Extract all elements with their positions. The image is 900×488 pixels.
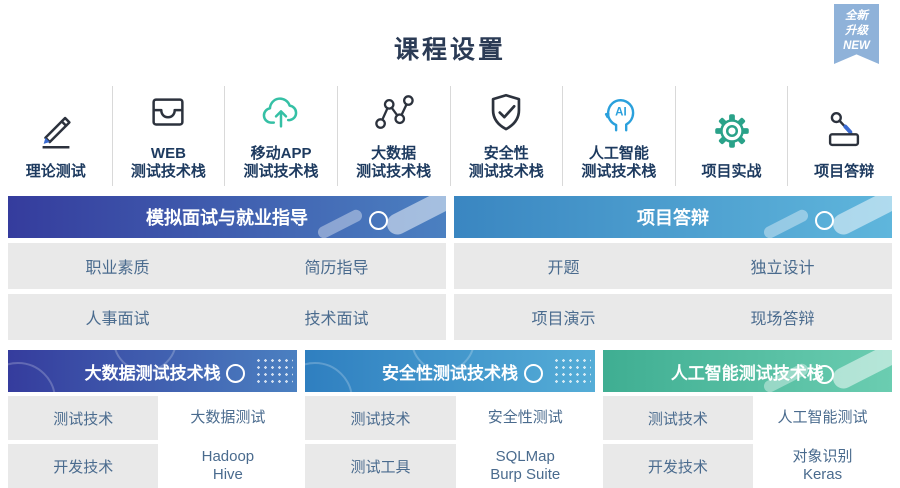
course-label: WEB 测试技术栈 (130, 144, 206, 181)
podium-mic-icon (821, 105, 867, 157)
course-label: 项目答辩 (814, 163, 875, 181)
ribbon-text: 全新 升级 NEW (843, 10, 870, 52)
course-icon-row: 理论测试 WEB 测试技术栈 (0, 86, 900, 186)
decorative-arc (8, 362, 56, 392)
cell-dev-tech: 开发技术 (602, 444, 754, 488)
course-label: 人工智能 测试技术栈 (581, 144, 657, 181)
svg-text:AI: AI (615, 106, 627, 118)
cell-independent-design: 独立设计 (750, 260, 815, 277)
decorative-ring (226, 364, 246, 383)
shield-check-icon (483, 87, 529, 139)
panel-title: 安全性测试技术栈 (381, 363, 518, 383)
cell-sqlmap-burpsuite: SQLMap Burp Suite (455, 444, 595, 488)
cell-object-recognition-keras: 对象识别 Keras (753, 444, 892, 488)
gear-icon (709, 105, 755, 157)
course-item-security-stack: 安全性 测试技术栈 (451, 86, 564, 186)
ai-head-icon: AI (596, 87, 642, 139)
cell-resume-guidance: 简历指导 (304, 260, 369, 277)
mid-panels-section: 模拟面试与就业指导 职业素质 简历指导 人事面试 技术面试 项目答辩 开题 独立… (8, 196, 892, 340)
decorative-ring (814, 365, 834, 384)
course-label: 理论测试 (25, 163, 86, 181)
decorative-dot-grid (255, 357, 294, 386)
decorative-arc (305, 362, 354, 392)
table-row: 人事面试 技术面试 (8, 294, 446, 340)
panel-header-mock-interview: 模拟面试与就业指导 (8, 196, 446, 238)
panel-header-bigdata-stack: 大数据测试技术栈 (8, 350, 298, 392)
course-item-ai-stack: AI 人工智能 测试技术栈 (563, 86, 676, 186)
course-item-mobile-app-stack: 移动APP 测试技术栈 (225, 86, 338, 186)
table-row: 开题 独立设计 (454, 243, 892, 289)
table-row: 测试技术 安全性测试 (305, 396, 595, 440)
cell-test-tech: 测试技术 (602, 396, 754, 440)
panel-header-project-defense: 项目答辩 (454, 196, 892, 238)
cell-dev-tech: 开发技术 (8, 444, 159, 488)
table-row: 测试工具 SQLMap Burp Suite (305, 444, 595, 488)
cell-test-tools: 测试工具 (305, 444, 456, 488)
course-item-project-practice: 项目实战 (676, 86, 789, 186)
decorative-pill (383, 196, 446, 238)
panel-project-defense: 项目答辩 开题 独立设计 项目演示 现场答辩 (454, 196, 892, 340)
panel-header-security-stack: 安全性测试技术栈 (305, 350, 595, 392)
decorative-pill (829, 350, 892, 392)
page-title: 课程设置 (393, 36, 506, 64)
cell-test-tech: 测试技术 (8, 396, 159, 440)
pencil-icon (33, 105, 79, 157)
cell-onsite-defense: 现场答辩 (750, 311, 815, 328)
panel-header-ai-stack: 人工智能测试技术栈 (602, 350, 892, 392)
panel-security-stack: 安全性测试技术栈 测试技术 安全性测试 测试工具 SQLMap Burp Sui… (305, 350, 595, 488)
stack-panels-section: 大数据测试技术栈 测试技术 大数据测试 开发技术 Hadoop Hive 安全性… (8, 350, 892, 488)
course-item-bigdata-stack: 大数据 测试技术栈 (338, 86, 451, 186)
cell-security-testing: 安全性测试 (455, 396, 595, 440)
course-label: 项目实战 (701, 163, 762, 181)
cell-topic-opening: 开题 (547, 260, 580, 277)
cell-career-quality: 职业素质 (85, 260, 150, 277)
cloud-upload-icon (257, 87, 305, 139)
panel-mock-interview: 模拟面试与就业指导 职业素质 简历指导 人事面试 技术面试 (8, 196, 446, 340)
table-row: 项目演示 现场答辩 (454, 294, 892, 340)
panel-title: 模拟面试与就业指导 (146, 208, 308, 228)
cell-tech-interview: 技术面试 (304, 311, 369, 328)
decorative-ring (523, 364, 543, 383)
decorative-pill (829, 196, 892, 238)
new-upgrade-ribbon: 全新 升级 NEW (834, 4, 879, 64)
panel-title: 项目答辩 (637, 208, 709, 228)
course-label: 大数据 测试技术栈 (356, 144, 432, 181)
panel-bigdata-stack: 大数据测试技术栈 测试技术 大数据测试 开发技术 Hadoop Hive (8, 350, 298, 488)
cell-ai-testing: 人工智能测试 (753, 396, 892, 440)
course-item-theory-test: 理论测试 (0, 86, 113, 186)
decorative-ring (815, 211, 834, 230)
inbox-tray-icon (145, 87, 191, 139)
cell-hr-interview: 人事面试 (85, 311, 150, 328)
table-row: 开发技术 对象识别 Keras (602, 444, 892, 488)
cell-bigdata-testing: 大数据测试 (158, 396, 298, 440)
cell-project-demo: 项目演示 (531, 311, 596, 328)
panel-ai-stack: 人工智能测试技术栈 测试技术 人工智能测试 开发技术 对象识别 Keras (602, 350, 892, 488)
table-row: 测试技术 人工智能测试 (602, 396, 892, 440)
table-row: 开发技术 Hadoop Hive (8, 444, 298, 488)
course-item-project-defense: 项目答辩 (788, 86, 900, 186)
table-row: 职业素质 简历指导 (8, 243, 446, 289)
node-graph-icon (370, 87, 418, 139)
decorative-dot-grid (552, 357, 591, 386)
course-item-web-stack: WEB 测试技术栈 (113, 86, 226, 186)
cell-hadoop-hive: Hadoop Hive (158, 444, 298, 488)
cell-test-tech: 测试技术 (305, 396, 456, 440)
panel-title: 人工智能测试技术栈 (670, 363, 824, 383)
panel-title: 大数据测试技术栈 (84, 363, 221, 383)
decorative-pill (315, 207, 365, 238)
table-row: 测试技术 大数据测试 (8, 396, 298, 440)
decorative-ring (369, 211, 388, 230)
course-label: 移动APP 测试技术栈 (243, 144, 319, 181)
decorative-pill (761, 207, 811, 238)
course-label: 安全性 测试技术栈 (468, 144, 544, 181)
